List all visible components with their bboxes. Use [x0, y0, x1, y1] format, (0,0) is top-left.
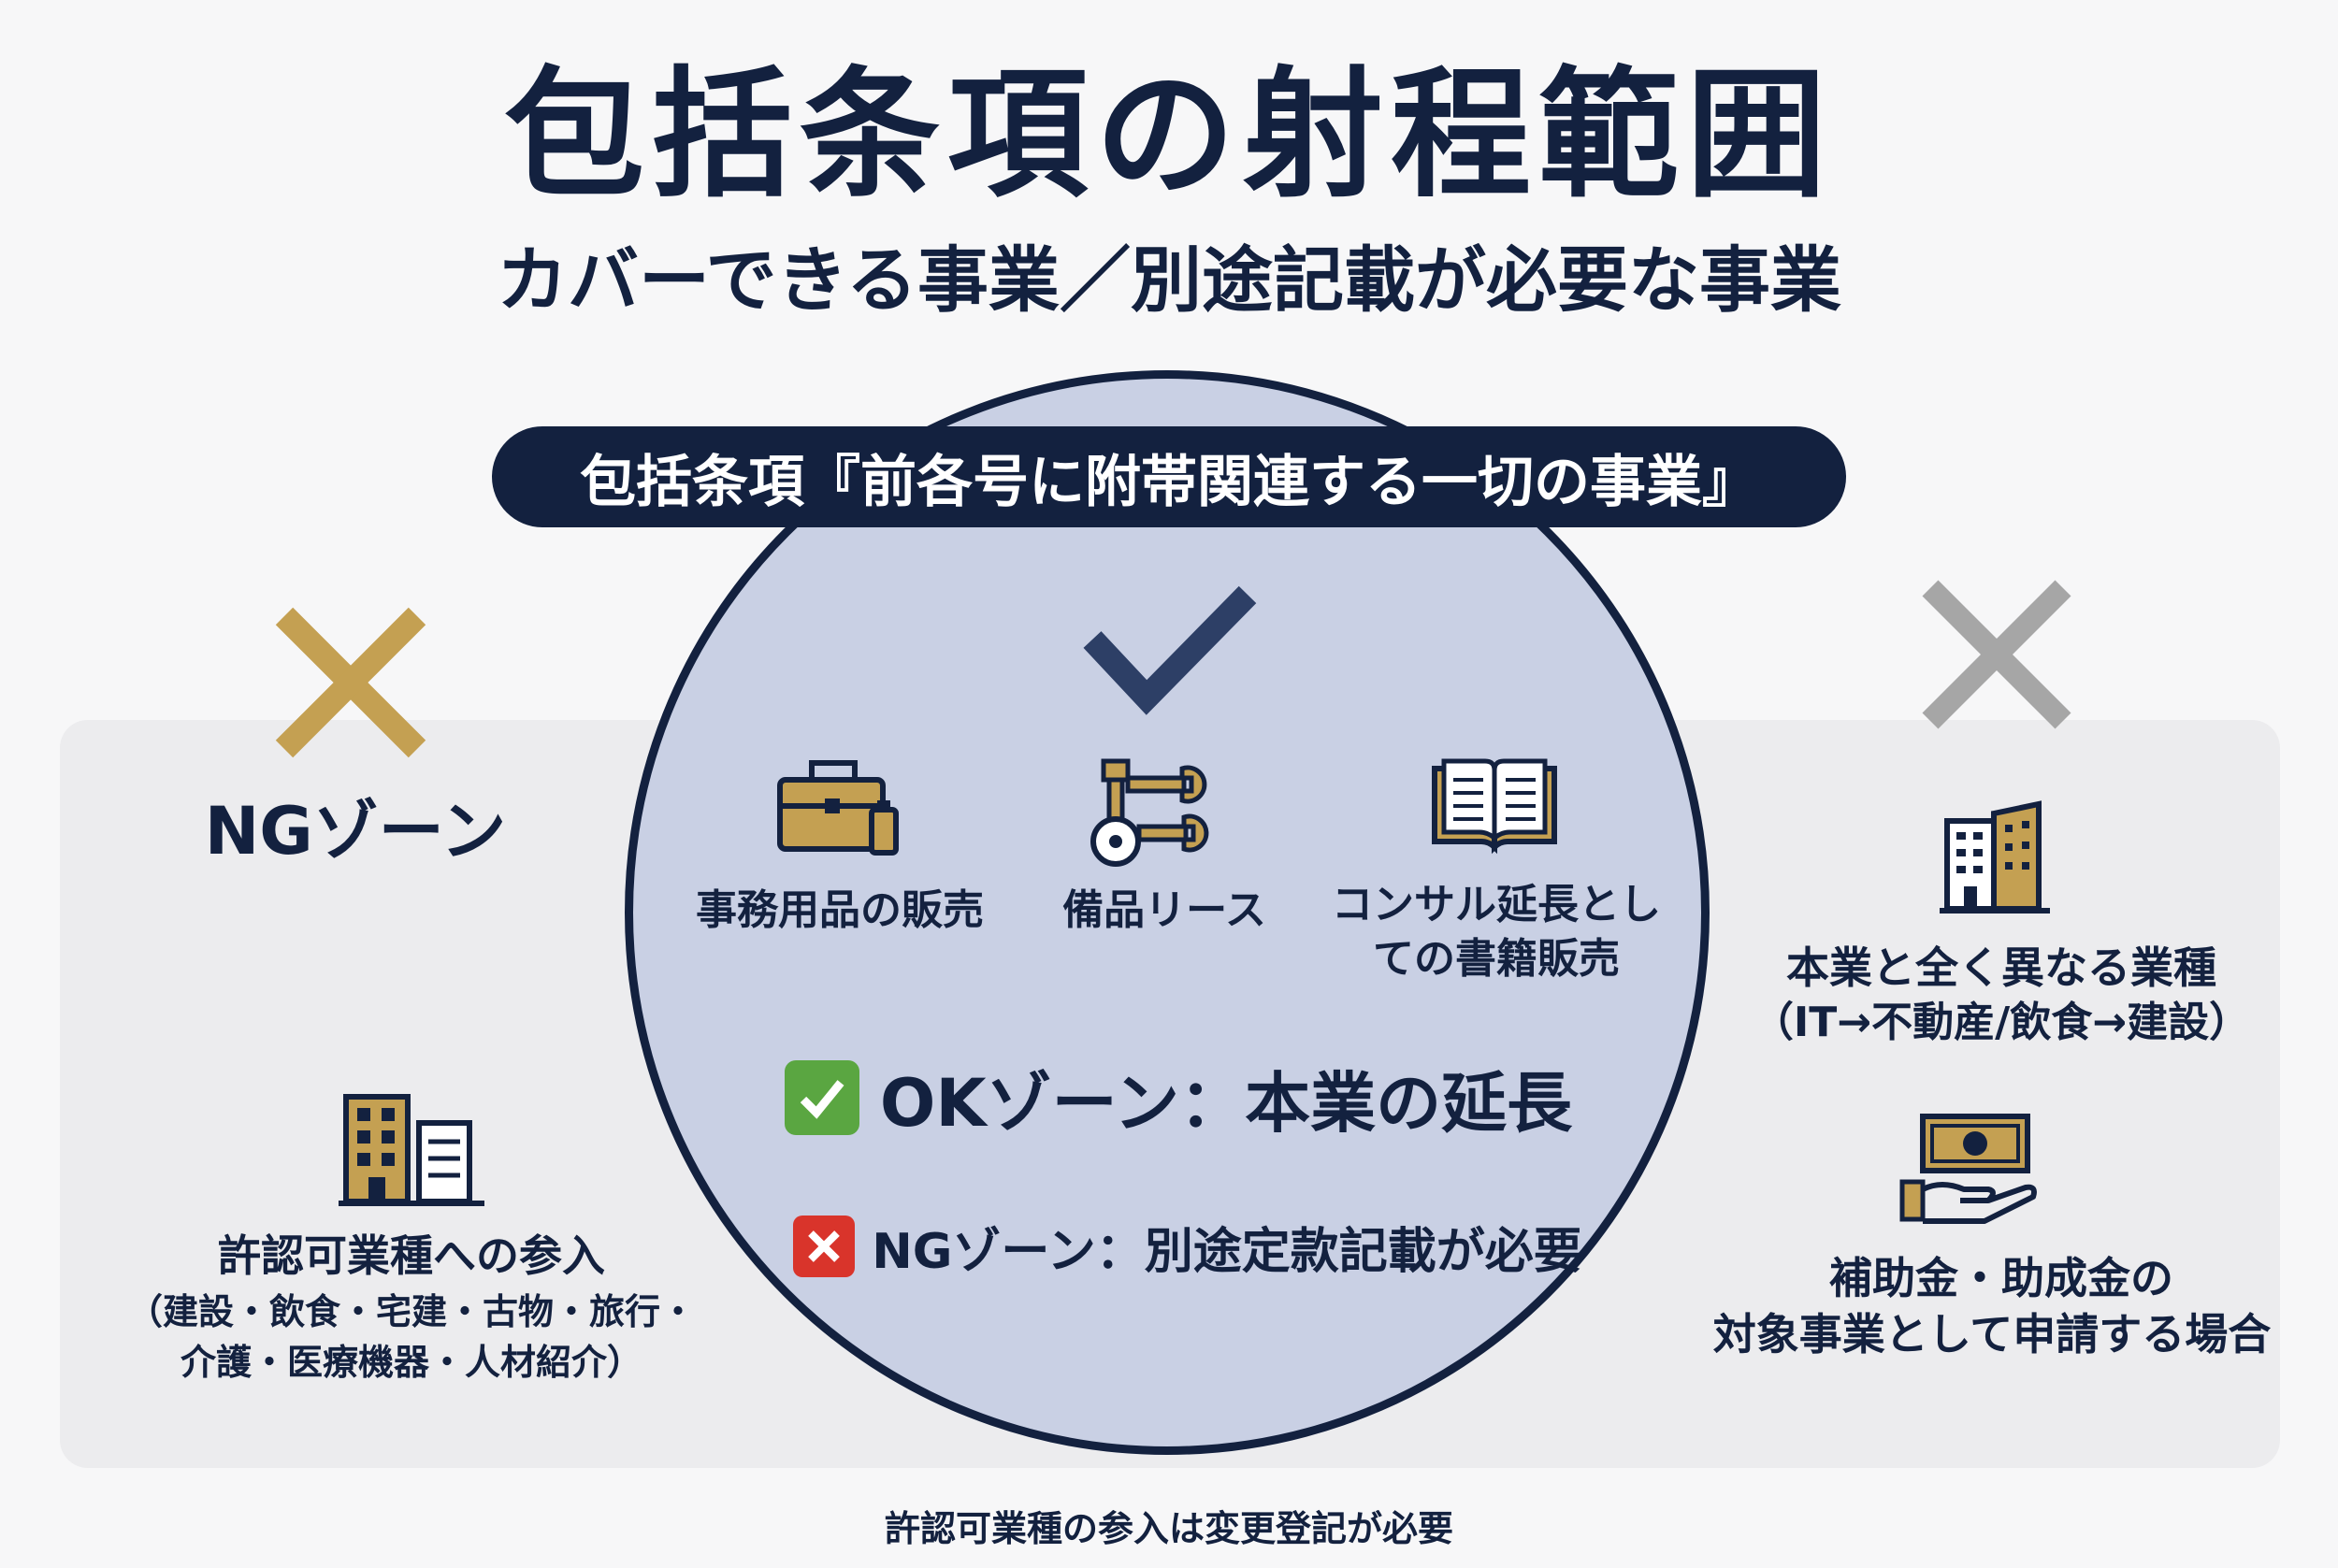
gray-x-icon [1922, 580, 2071, 729]
gold-x-icon [275, 607, 426, 758]
page-title: 包括条項の射程範囲 [503, 54, 1834, 217]
ng-zone-legend: NGゾーン：別途定款記載が必要 [786, 1206, 1590, 1287]
wrench-tools-icon [1090, 758, 1209, 867]
left-item-detail-line1: （建設・飲食・宅建・古物・旅行・ [126, 1291, 696, 1332]
ok-item-equipment-lease: 備品リース [1062, 886, 1266, 934]
check-icon [800, 1080, 844, 1119]
footer-note: 許認可業種の参入は変更登記が必要 [884, 1508, 1453, 1549]
left-item-detail-line2: 介護・医療機器・人材紹介） [180, 1342, 642, 1383]
money-hand-icon [1899, 1114, 2037, 1224]
briefcase-icon [777, 760, 899, 856]
left-item-title: 許認可業種への参入 [218, 1230, 605, 1281]
checkmark-icon [1083, 585, 1257, 715]
right-item2-line1: 補助金・助成金の [1829, 1253, 2173, 1303]
ok-item-book-sales-line2: ての書籍販売 [1373, 935, 1620, 983]
right-item1-line2: （IT→不動産/飲食→建設） [1752, 999, 2251, 1046]
skyscraper-icon [1940, 800, 2050, 913]
ok-zone-legend-text: OKゾーン：本業の延長 [879, 1064, 1573, 1142]
ok-item-office-supplies: 事務用品の販売 [696, 886, 984, 934]
x-icon [808, 1230, 841, 1262]
page-subtitle: カバーできる事業／別途記載が必要な事業 [497, 238, 1841, 322]
red-x-badge-icon [793, 1216, 856, 1277]
green-check-badge-icon [784, 1060, 859, 1135]
ok-zone-legend: OKゾーン：本業の延長 [776, 1051, 1580, 1144]
book-icon [1432, 758, 1557, 855]
clause-banner: 包括条項『前各号に附帯関連する一切の事業』 [492, 426, 1846, 527]
office-building-icon [339, 1094, 484, 1206]
ng-zone-legend-text: NGゾーン：別途定款記載が必要 [872, 1223, 1582, 1280]
right-item1-line1: 本業と全く異なる業種 [1786, 942, 2216, 993]
left-ng-zone-label: NGゾーン [204, 793, 507, 870]
ok-item-book-sales-line1: コンサル延長とし [1332, 881, 1661, 928]
right-item2-line2: 対象事業として申請する場合 [1712, 1309, 2272, 1359]
